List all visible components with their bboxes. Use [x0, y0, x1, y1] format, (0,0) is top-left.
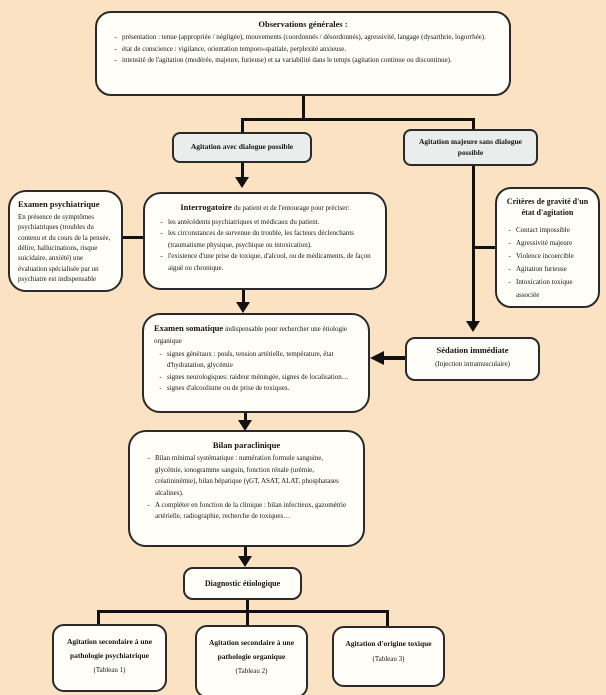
box-label: Diagnostic étiologique — [204, 579, 281, 588]
bullet-item: Contact impossible — [503, 224, 592, 237]
table-reference: (Tableau 3) — [372, 654, 405, 663]
bullet-item: signes d'alcoolisme ou de prise de toxiq… — [154, 383, 358, 395]
arrow-down-icon — [238, 556, 252, 567]
bullet-list: Bilan minimal systématique : numération … — [142, 453, 351, 522]
bullet-text: Intoxication toxique associée — [516, 278, 573, 300]
box-title: Interrogatoire du patient et de l'entour… — [155, 201, 375, 215]
bullet-text: intensité de l'agitation (modérée, majeu… — [122, 56, 452, 65]
diagnostic-etiologique-box: Diagnostic étiologique — [183, 567, 302, 600]
bullet-text: Contact impossible — [516, 226, 570, 235]
box-title: Examen psychiatrique — [18, 199, 100, 209]
box-title: Observations générales : — [258, 19, 348, 29]
arrow-down-icon — [236, 302, 250, 313]
box-label: Agitation avec dialogue possible — [190, 142, 294, 152]
bullet-item: signes neurologiques: raideur méningée, … — [154, 372, 358, 384]
bullet-item: intensité de l'agitation (modérée, majeu… — [109, 55, 497, 67]
box-label: Agitation majeure sans dialogue possible — [419, 137, 522, 157]
bullet-item: Violence incoercible — [503, 250, 592, 263]
connector-line — [474, 246, 496, 249]
box-title: Examen somatique indispensable pour rech… — [154, 322, 358, 347]
arrow-left-icon — [370, 351, 384, 365]
connector-line — [472, 118, 475, 131]
box-title-bold: Interrogatoire — [180, 202, 232, 212]
box-title: Sédation immédiate — [436, 345, 509, 355]
connector-line — [472, 163, 475, 322]
bullet-text: signes généraux : pouls, tension artérie… — [167, 349, 334, 370]
connector-line — [383, 356, 406, 360]
bilan-paraclinique-box: Bilan paraclinique Bilan minimal systéma… — [128, 430, 365, 547]
interrogatoire-box: Interrogatoire du patient et de l'entour… — [143, 192, 387, 290]
bullet-text: l'existence d'une prise de toxique, d'al… — [168, 252, 371, 272]
table-reference: (Tableau 1) — [93, 666, 126, 674]
bullet-item: A compléter en fonction de la clinique :… — [142, 500, 351, 523]
connector-line — [121, 236, 145, 239]
bullet-text: état de conscience : vigilance, orientat… — [122, 44, 347, 53]
bullet-text: Bilan minimal systématique : numération … — [155, 454, 339, 497]
bullet-item: Intoxication toxique associée — [503, 276, 592, 302]
bullet-item: les antécédents psychiatriques et médica… — [155, 217, 375, 229]
examen-somatique-box: Examen somatique indispensable pour rech… — [142, 313, 370, 413]
bullet-item: l'existence d'une prise de toxique, d'al… — [155, 251, 375, 274]
box-title: Agitation secondaire à une pathologie ps… — [66, 637, 153, 660]
bullet-list: les antécédents psychiatriques et médica… — [155, 217, 375, 275]
box-title-suffix: indispensable pour rechercher une étiolo… — [154, 325, 347, 345]
bullet-text: Agressivité majeure — [516, 239, 573, 248]
observations-generales-box: Observations générales : présentation : … — [95, 11, 511, 96]
bullet-item: présentation : tenue (appropriée / négli… — [109, 32, 497, 44]
bullet-item: Bilan minimal systématique : numération … — [142, 453, 351, 499]
connector-line — [97, 610, 100, 625]
arrow-down-icon — [238, 420, 252, 431]
box-title: Bilan paraclinique — [212, 440, 281, 450]
connector-line — [242, 289, 245, 303]
bullet-item: Agressivité majeure — [503, 237, 592, 250]
bullet-text: signes neurologiques: raideur méningée, … — [167, 372, 349, 381]
bullet-text: présentation : tenue (appropriée / négli… — [122, 33, 486, 42]
connector-line — [246, 599, 249, 612]
examen-psychiatrique-box: Examen psychiatrique En présence de symp… — [8, 190, 123, 292]
table-reference: (Tableau 2) — [235, 667, 268, 675]
bullet-item: les circonstances de survenue du trouble… — [155, 228, 375, 251]
sedation-immediate-box: Sédation immédiate (Injection intramuscu… — [405, 337, 540, 381]
connector-line — [244, 546, 247, 558]
outcome-pathologie-psychiatrique-box: Agitation secondaire à une pathologie ps… — [52, 624, 167, 692]
outcome-pathologie-organique-box: Agitation secondaire à une pathologie or… — [195, 625, 308, 695]
box-body: En présence de symptômes psychiatriques … — [18, 213, 111, 284]
bullet-list: Contact impossible Agressivité majeure V… — [503, 224, 592, 302]
bullet-item: signes généraux : pouls, tension artérie… — [154, 349, 358, 372]
bullet-text: Agitation furieuse — [516, 265, 567, 274]
box-title-bold: Examen somatique — [154, 323, 224, 333]
connector-line — [246, 610, 249, 625]
box-title: Agitation secondaire à une pathologie or… — [208, 638, 295, 661]
bullet-item: Agitation furieuse — [503, 263, 592, 276]
connector-line — [241, 162, 244, 178]
outcome-origine-toxique-box: Agitation d'origine toxique (Tableau 3) — [332, 626, 445, 687]
agitation-majeure-sans-dialogue-box: Agitation majeure sans dialogue possible — [403, 129, 538, 166]
box-title: Agitation d'origine toxique — [345, 639, 432, 648]
bullet-text: les circonstances de survenue du trouble… — [168, 229, 355, 249]
bullet-text: les antécédents psychiatriques et médica… — [168, 217, 320, 226]
arrow-down-icon — [466, 321, 480, 332]
criteres-gravite-box: Critères de gravité d'un état d'agitatio… — [495, 187, 600, 308]
bullet-list: présentation : tenue (appropriée / négli… — [109, 32, 497, 67]
box-title-suffix: du patient et de l'entourage pour précis… — [231, 204, 350, 212]
connector-line — [241, 118, 244, 134]
bullet-text: A compléter en fonction de la clinique :… — [155, 500, 347, 521]
connector-line — [97, 610, 389, 613]
bullet-list: signes généraux : pouls, tension artérie… — [154, 349, 358, 395]
connector-line — [386, 610, 389, 627]
bullet-text: signes d'alcoolisme ou de prise de toxiq… — [167, 384, 290, 393]
bullet-text: Violence incoercible — [516, 252, 574, 261]
connector-line — [244, 412, 247, 422]
bullet-item: état de conscience : vigilance, orientat… — [109, 44, 497, 56]
arrow-down-icon — [235, 177, 249, 188]
connector-line — [241, 118, 475, 121]
box-note: (Injection intramusculaire) — [435, 360, 510, 368]
agitation-avec-dialogue-box: Agitation avec dialogue possible — [172, 132, 312, 163]
box-title: Critères de gravité d'un état d'agitatio… — [506, 197, 589, 218]
connector-line — [302, 95, 305, 120]
